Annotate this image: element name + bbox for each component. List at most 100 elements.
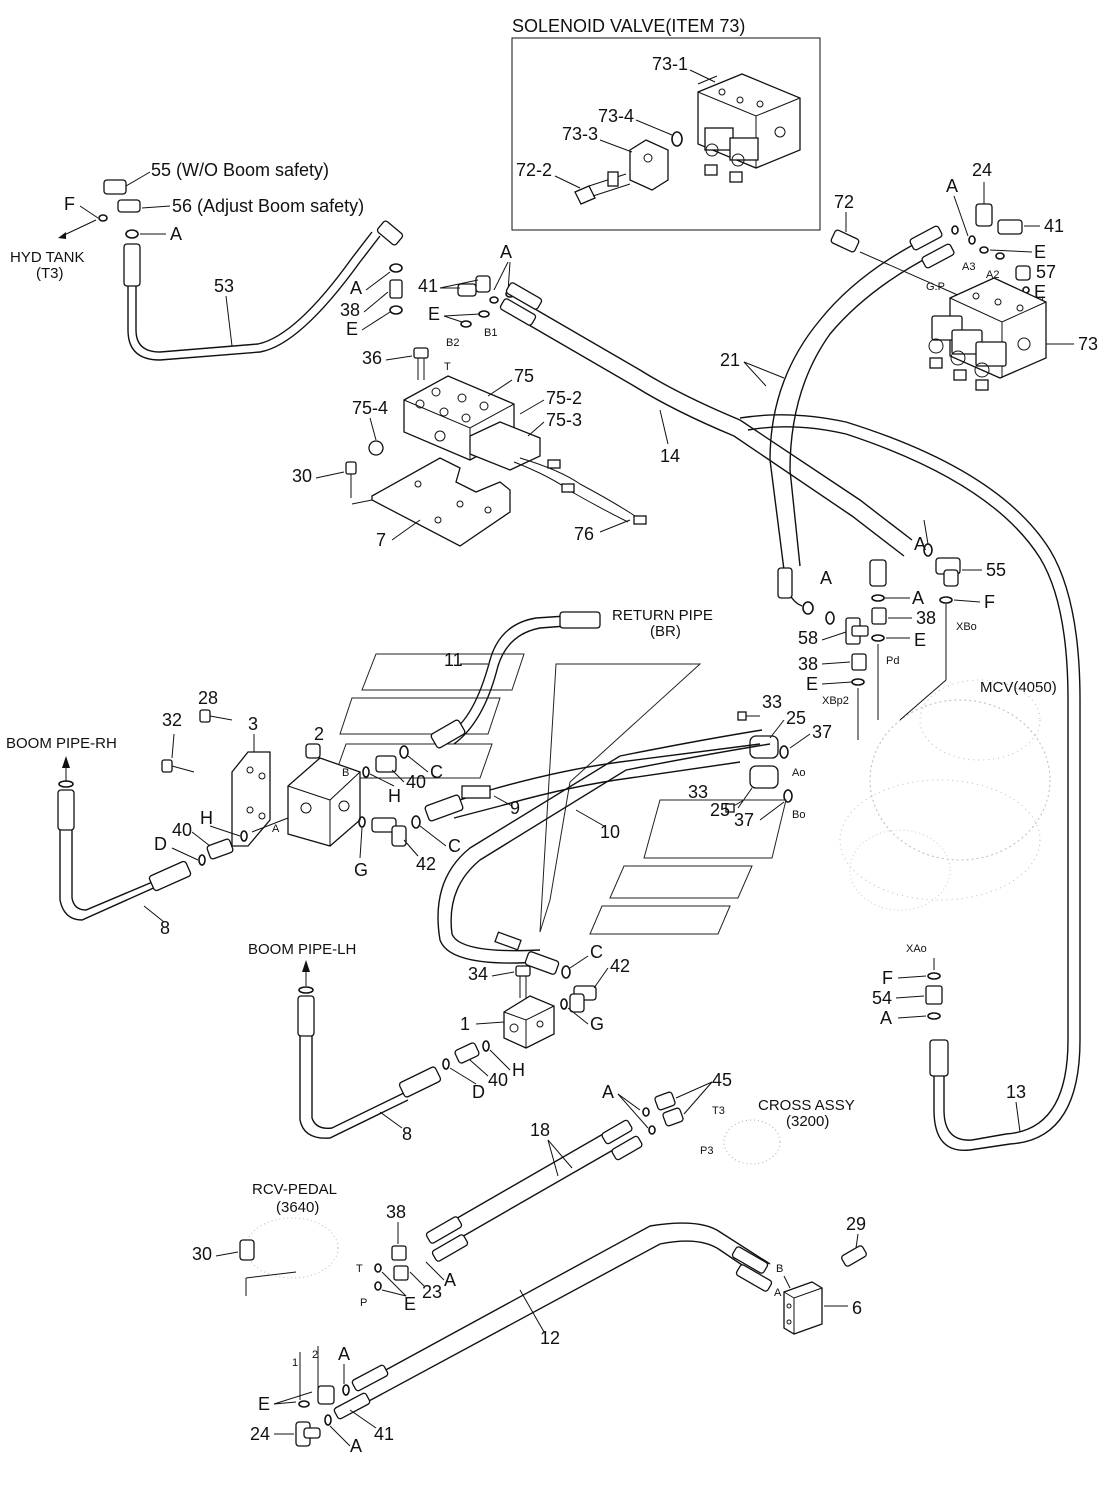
mcv-body [839, 679, 1051, 911]
label-53: 53 [214, 276, 234, 296]
label-A-rcv: A [444, 1270, 456, 1290]
label-38-rcv: 38 [386, 1202, 406, 1222]
label-boom-pipe-lh: BOOM PIPE-LH [248, 941, 356, 958]
label-hyd-tank: HYD TANK [10, 249, 84, 266]
label-57: 57 [1036, 262, 1056, 282]
label-25-a: 25 [786, 708, 806, 728]
label-T: T [444, 361, 451, 373]
label-C-lh: C [590, 942, 603, 962]
label-P3: P3 [700, 1145, 713, 1157]
hose-53-group: 55 (W/O Boom safety) 56 (Adjust Boom saf… [10, 160, 404, 361]
label-1-small: 1 [292, 1357, 298, 1369]
label-A-mcv1: A [914, 534, 926, 554]
label-H-rh-b: H [200, 808, 213, 828]
label-11: 11 [444, 650, 463, 670]
label-32: 32 [162, 710, 182, 730]
label-37-a: 37 [812, 722, 832, 742]
solenoid-detail-box: SOLENOID VALVE(ITEM 73) 73-1 73-4 73-3 7… [511, 16, 821, 231]
label-H-lh: H [512, 1060, 525, 1080]
label-T-rcv: T [356, 1263, 363, 1275]
label-F-xao: F [882, 968, 893, 988]
label-21: 21 [720, 350, 740, 370]
label-A-75: A [350, 278, 362, 298]
label-13: 13 [1006, 1082, 1026, 1102]
label-45: 45 [712, 1070, 732, 1090]
label-C-rh-a: C [430, 762, 443, 782]
label-XBp2: XBp2 [822, 695, 849, 707]
label-return-pipe-br: (BR) [650, 623, 681, 640]
label-73-1: 73-1 [652, 54, 688, 74]
mcv-group: A 55 A A 38 F XBo 58 E Pd 38 [688, 519, 1057, 1028]
label-A-bottom-a: A [338, 1344, 350, 1364]
label-9: 9 [510, 798, 520, 818]
label-H-rh-a: H [388, 786, 401, 806]
label-XAo: XAo [906, 943, 927, 955]
label-76: 76 [574, 524, 594, 544]
label-B-block2: B [342, 767, 349, 779]
label-B-block6: B [776, 1263, 783, 1275]
valve-75-group: A 38 E 41 A E B2 B1 36 T 75 [292, 242, 913, 557]
label-75-3: 75-3 [546, 410, 582, 430]
label-75-4: 75-4 [352, 398, 388, 418]
label-23: 23 [422, 1282, 442, 1302]
label-8-lh: 8 [402, 1124, 412, 1144]
label-38-75: 38 [340, 300, 360, 320]
label-A-mcv3: A [912, 588, 924, 608]
label-40-lh: 40 [488, 1070, 508, 1090]
label-34: 34 [468, 964, 488, 984]
label-GP: G.P [926, 281, 945, 293]
label-1: 1 [460, 1014, 470, 1034]
label-A-block6: A [774, 1287, 782, 1299]
boom-rh-group: RETURN PIPE (BR) 11 28 32 3 2 B A 13 [6, 607, 771, 964]
label-G-rh: G [354, 860, 368, 880]
label-E-75: E [346, 319, 358, 339]
label-37-b: 37 [734, 810, 754, 830]
label-58: 58 [798, 628, 818, 648]
label-41-75: 41 [418, 276, 438, 296]
label-12: 12 [540, 1328, 560, 1348]
label-40-rh-a: 40 [406, 772, 426, 792]
label-mcv-4050: MCV(4050) [980, 679, 1057, 696]
label-cross-assy-3200: (3200) [786, 1113, 829, 1130]
label-55-wo-boom-safety: 55 (W/O Boom safety) [151, 160, 329, 180]
label-A-top: A [170, 224, 182, 244]
label-T3: T3 [712, 1105, 725, 1117]
label-8-rh: 8 [160, 918, 170, 938]
label-72: 72 [834, 192, 854, 212]
label-P-rcv: P [360, 1297, 367, 1309]
label-38-mcv-b: 38 [798, 654, 818, 674]
label-41-bottom: 41 [374, 1424, 394, 1444]
label-56-adjust-boom-safety: 56 (Adjust Boom safety) [172, 196, 364, 216]
label-40-rh-b: 40 [172, 820, 192, 840]
label-C-rh-b: C [448, 836, 461, 856]
label-18: 18 [530, 1120, 550, 1140]
label-B2: B2 [446, 337, 459, 349]
label-rcv-pedal-3640: (3640) [276, 1199, 319, 1216]
label-A-mcv2: A [820, 568, 832, 588]
label-2-small: 2 [312, 1349, 318, 1361]
label-F-mcv: F [984, 592, 995, 612]
label-55-mcv: 55 [986, 560, 1006, 580]
label-29: 29 [846, 1214, 866, 1234]
solenoid-73-group: 72 A 24 41 E A3 A2 57 E A1 G.P [720, 160, 1098, 1151]
solenoid-box-title: SOLENOID VALVE(ITEM 73) [512, 16, 745, 36]
label-E2-73: E [1034, 282, 1046, 302]
label-3: 3 [248, 714, 258, 734]
label-D-lh: D [472, 1082, 485, 1102]
label-24-73: 24 [972, 160, 992, 180]
label-E-rcv: E [404, 1294, 416, 1314]
label-A-cross: A [602, 1082, 614, 1102]
label-25-b: 25 [710, 800, 730, 820]
label-Pd: Pd [886, 655, 899, 667]
label-Bo: Bo [792, 809, 805, 821]
label-73-3: 73-3 [562, 124, 598, 144]
label-D-rh: D [154, 834, 167, 854]
label-73-4: 73-4 [598, 106, 634, 126]
label-10: 10 [600, 822, 620, 842]
label-E-mcv1: E [914, 630, 926, 650]
label-E2-75: E [428, 304, 440, 324]
boom-lh-group: BOOM PIPE-LH 8 C 42 34 1 G [248, 931, 630, 1144]
label-33-a: 33 [762, 692, 782, 712]
label-cross-assy: CROSS ASSY [758, 1097, 855, 1114]
